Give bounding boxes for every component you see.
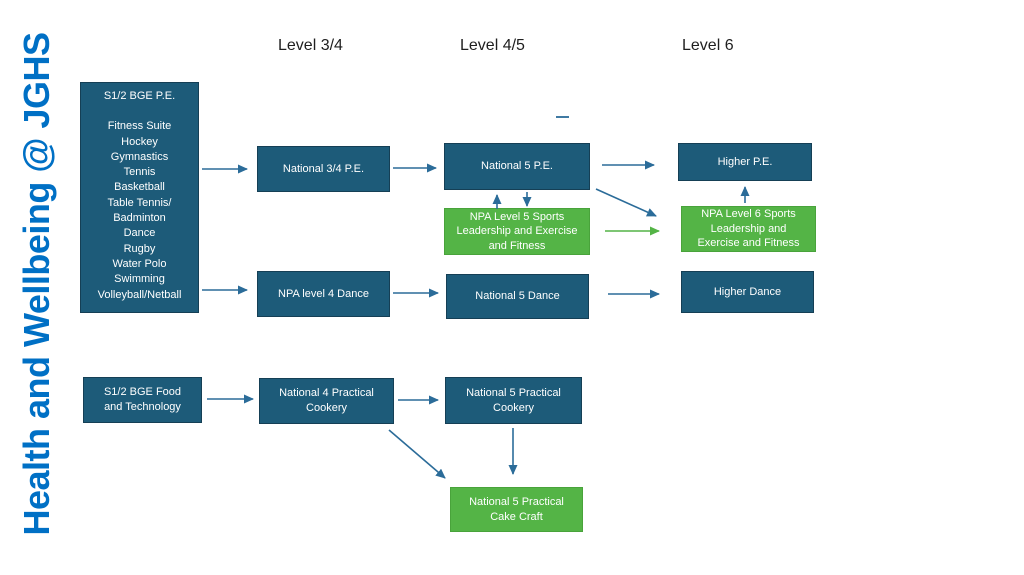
activity-item: Volleyball/Netball	[97, 288, 182, 301]
activity-item: Swimming	[114, 273, 165, 286]
box-label-line: and Technology	[104, 401, 181, 413]
box-national-5-practical-cookery: National 5 Practical Cookery	[445, 377, 582, 424]
activity-item: Basketball	[114, 181, 165, 194]
box-npa-level-4-dance: NPA level 4 Dance	[257, 271, 390, 317]
box-label-line: and Fitness	[488, 239, 546, 252]
box-npa-level-5-sports: NPA Level 5 Sports Leadership and Exerci…	[444, 208, 590, 255]
column-header-level-4-5: Level 4/5	[460, 37, 525, 54]
box-label-line: Exercise and Fitness	[697, 237, 800, 250]
box-label: National 5 P.E.	[481, 160, 553, 173]
box-s12-bge-food-technology: S1/2 BGE Food and Technology	[83, 377, 202, 423]
box-label-line: NPA Level 5 Sports	[469, 210, 565, 223]
box-label-line: Leadership and	[710, 222, 787, 235]
arrow-nat5pe-to-npa6	[595, 188, 657, 217]
activity-item: Rugby	[123, 242, 156, 255]
box-s12-bge-pe-heading: S1/2 BGE P.E.	[103, 90, 176, 102]
activity-item: Gymnastics	[110, 150, 169, 163]
activity-item: Table Tennis/	[107, 196, 172, 209]
activity-item: Water Polo	[112, 257, 167, 270]
page-title: Health and Wellbeing @ JGHS	[16, 32, 57, 536]
box-label-line: S1/2 BGE Food	[103, 386, 182, 399]
box-label: National 3/4 P.E.	[282, 162, 365, 175]
box-national-5-practical-cake-craft: National 5 Practical Cake Craft	[450, 487, 583, 532]
box-s12-bge-pe: S1/2 BGE P.E. Fitness Suite Hockey Gymna…	[80, 82, 199, 313]
box-label: NPA level 4 Dance	[278, 287, 369, 300]
box-label-line: Cake Craft	[490, 510, 543, 523]
box-label: Higher P.E.	[717, 155, 773, 168]
activity-item: Tennis	[123, 166, 156, 179]
box-label-line: National 5 Practical	[466, 386, 561, 399]
box-higher-pe: Higher P.E.	[678, 143, 812, 181]
box-national-3-4-pe: National 3/4 P.E.	[257, 146, 390, 192]
box-label: Higher Dance	[713, 285, 782, 298]
box-national-5-dance: National 5 Dance	[446, 274, 589, 319]
box-national-5-pe: National 5 P.E.	[444, 143, 590, 190]
box-npa-level-6-sports: NPA Level 6 Sports Leadership and Exerci…	[681, 206, 816, 252]
box-label-line: National 4 Practical	[279, 387, 374, 400]
box-label-line: Cookery	[493, 401, 534, 414]
box-label-line: National 5 Practical	[469, 495, 564, 508]
activity-item: Dance	[123, 227, 156, 240]
column-header-level-3-4: Level 3/4	[278, 37, 343, 54]
box-higher-dance: Higher Dance	[681, 271, 814, 313]
column-header-level-6: Level 6	[682, 37, 734, 54]
box-national-4-practical-cookery: National 4 Practical Cookery	[259, 378, 394, 424]
box-label-line: Cookery	[306, 402, 347, 414]
activity-item: Hockey	[121, 135, 158, 148]
arrow-nat4cookery-to-cakecraft	[388, 429, 446, 479]
box-label-line: NPA Level 6 Sports	[701, 208, 796, 221]
activity-item: Badminton	[113, 212, 166, 225]
box-label: National 5 Dance	[475, 290, 560, 303]
activity-item: Fitness Suite	[107, 120, 172, 133]
box-label-line: Leadership and Exercise	[456, 225, 578, 238]
